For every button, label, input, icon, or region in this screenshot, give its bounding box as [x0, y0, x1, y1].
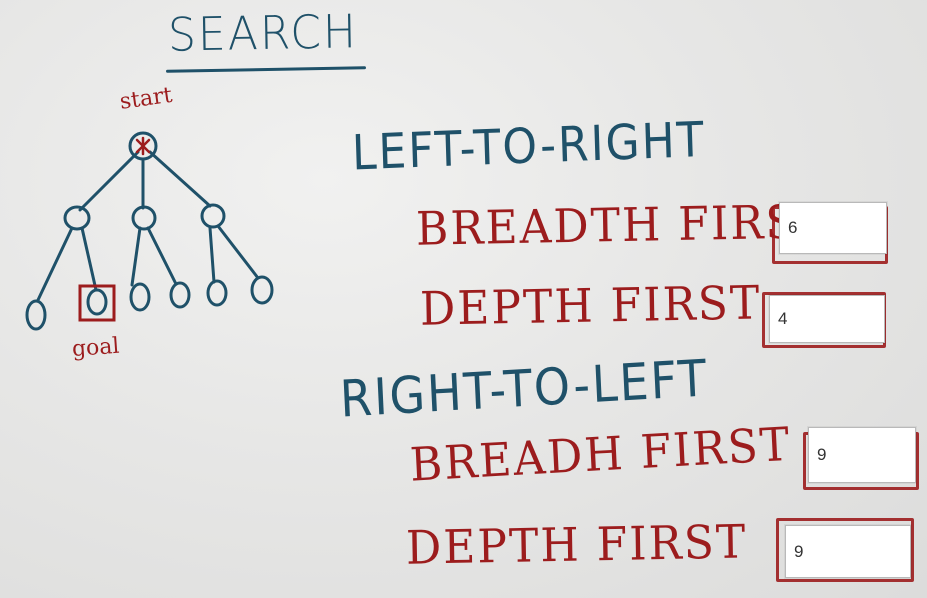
tree-node	[131, 205, 157, 231]
tree-edge	[148, 150, 212, 208]
tree-leaf-node	[206, 279, 228, 307]
tree-leaf-node	[86, 288, 108, 316]
ltr-depth-first-input[interactable]	[769, 295, 885, 343]
page-title: SEARCH	[167, 5, 359, 63]
ltr-depth-first-label: DEPTH FIRST	[419, 276, 762, 337]
tree-edge	[146, 226, 178, 286]
rtl-depth-answer-box-ink	[776, 518, 914, 582]
tree-edge	[216, 224, 260, 280]
rtl-depth-first-label: DEPTH FIRST	[405, 515, 748, 576]
tree-leaf-node	[250, 275, 274, 305]
start-mark-icon	[135, 136, 151, 156]
search-tree-diagram	[25, 131, 274, 331]
ltr-breadth-first-label: BREADTH FIRST	[415, 195, 830, 257]
start-node	[128, 131, 158, 161]
ltr-breadth-first-input[interactable]	[779, 202, 887, 254]
tree-node	[200, 203, 226, 229]
tree-edge	[208, 226, 216, 284]
tree-leaf-node	[169, 281, 191, 309]
tree-node	[63, 205, 91, 231]
goal-label: goal	[71, 333, 121, 362]
rtl-breadth-first-input[interactable]	[808, 427, 916, 483]
tree-edge	[80, 226, 98, 292]
tree-leaf-node	[25, 299, 47, 331]
tree-edge	[36, 226, 74, 302]
tree-leaf-node	[129, 282, 151, 312]
goal-box	[78, 284, 116, 322]
tree-edge	[78, 150, 140, 212]
rtl-depth-first-input[interactable]	[785, 525, 911, 578]
tree-edge	[130, 226, 142, 287]
